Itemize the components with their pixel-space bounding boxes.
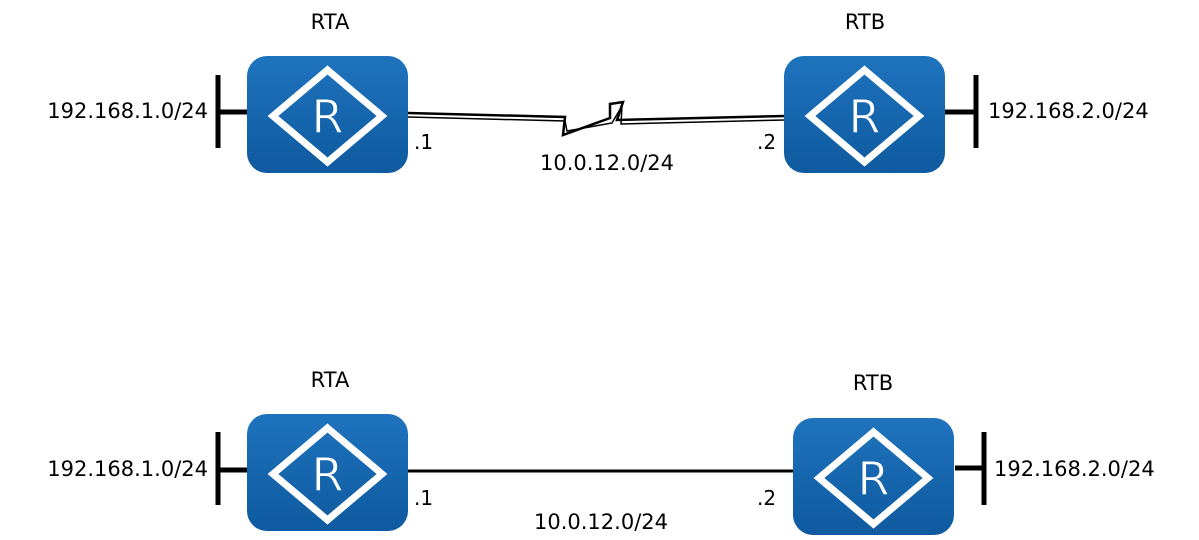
interface-ip-rtb-top: .2	[757, 130, 777, 154]
interface-ip-rtb-bottom: .2	[757, 486, 777, 510]
router-icon: R	[804, 65, 925, 167]
router-symbol: R	[312, 90, 344, 144]
interface-ip-rta-top: .1	[414, 130, 434, 154]
router-rtb-bottom: R	[793, 418, 954, 535]
lan-label-rtb-top: 192.168.2.0/24	[988, 99, 1149, 123]
link-network-label-top: 10.0.12.0/24	[540, 151, 674, 175]
lan-label-rtb-bottom: 192.168.2.0/24	[994, 457, 1155, 481]
router-icon: R	[813, 427, 934, 529]
router-rtb-top: R	[784, 56, 945, 173]
serial-link-shadow	[407, 105, 786, 132]
router-name-rta-top: RTA	[310, 10, 350, 34]
router-symbol: R	[849, 90, 881, 144]
router-rta-bottom: R	[247, 414, 408, 531]
router-name-rta-bottom: RTA	[310, 368, 350, 392]
router-name-rtb-bottom: RTB	[852, 371, 894, 395]
link-network-label-bottom: 10.0.12.0/24	[534, 510, 668, 534]
router-symbol: R	[312, 448, 344, 502]
router-rta-top: R	[247, 56, 408, 173]
router-icon: R	[267, 423, 388, 525]
router-symbol: R	[858, 452, 890, 506]
lan-label-rta-top: 192.168.1.0/24	[47, 99, 208, 123]
lan-label-rta-bottom: 192.168.1.0/24	[47, 457, 208, 481]
interface-ip-rta-bottom: .1	[414, 486, 434, 510]
serial-link	[407, 100, 786, 137]
router-name-rtb-top: RTB	[844, 10, 886, 34]
router-icon: R	[267, 65, 388, 167]
